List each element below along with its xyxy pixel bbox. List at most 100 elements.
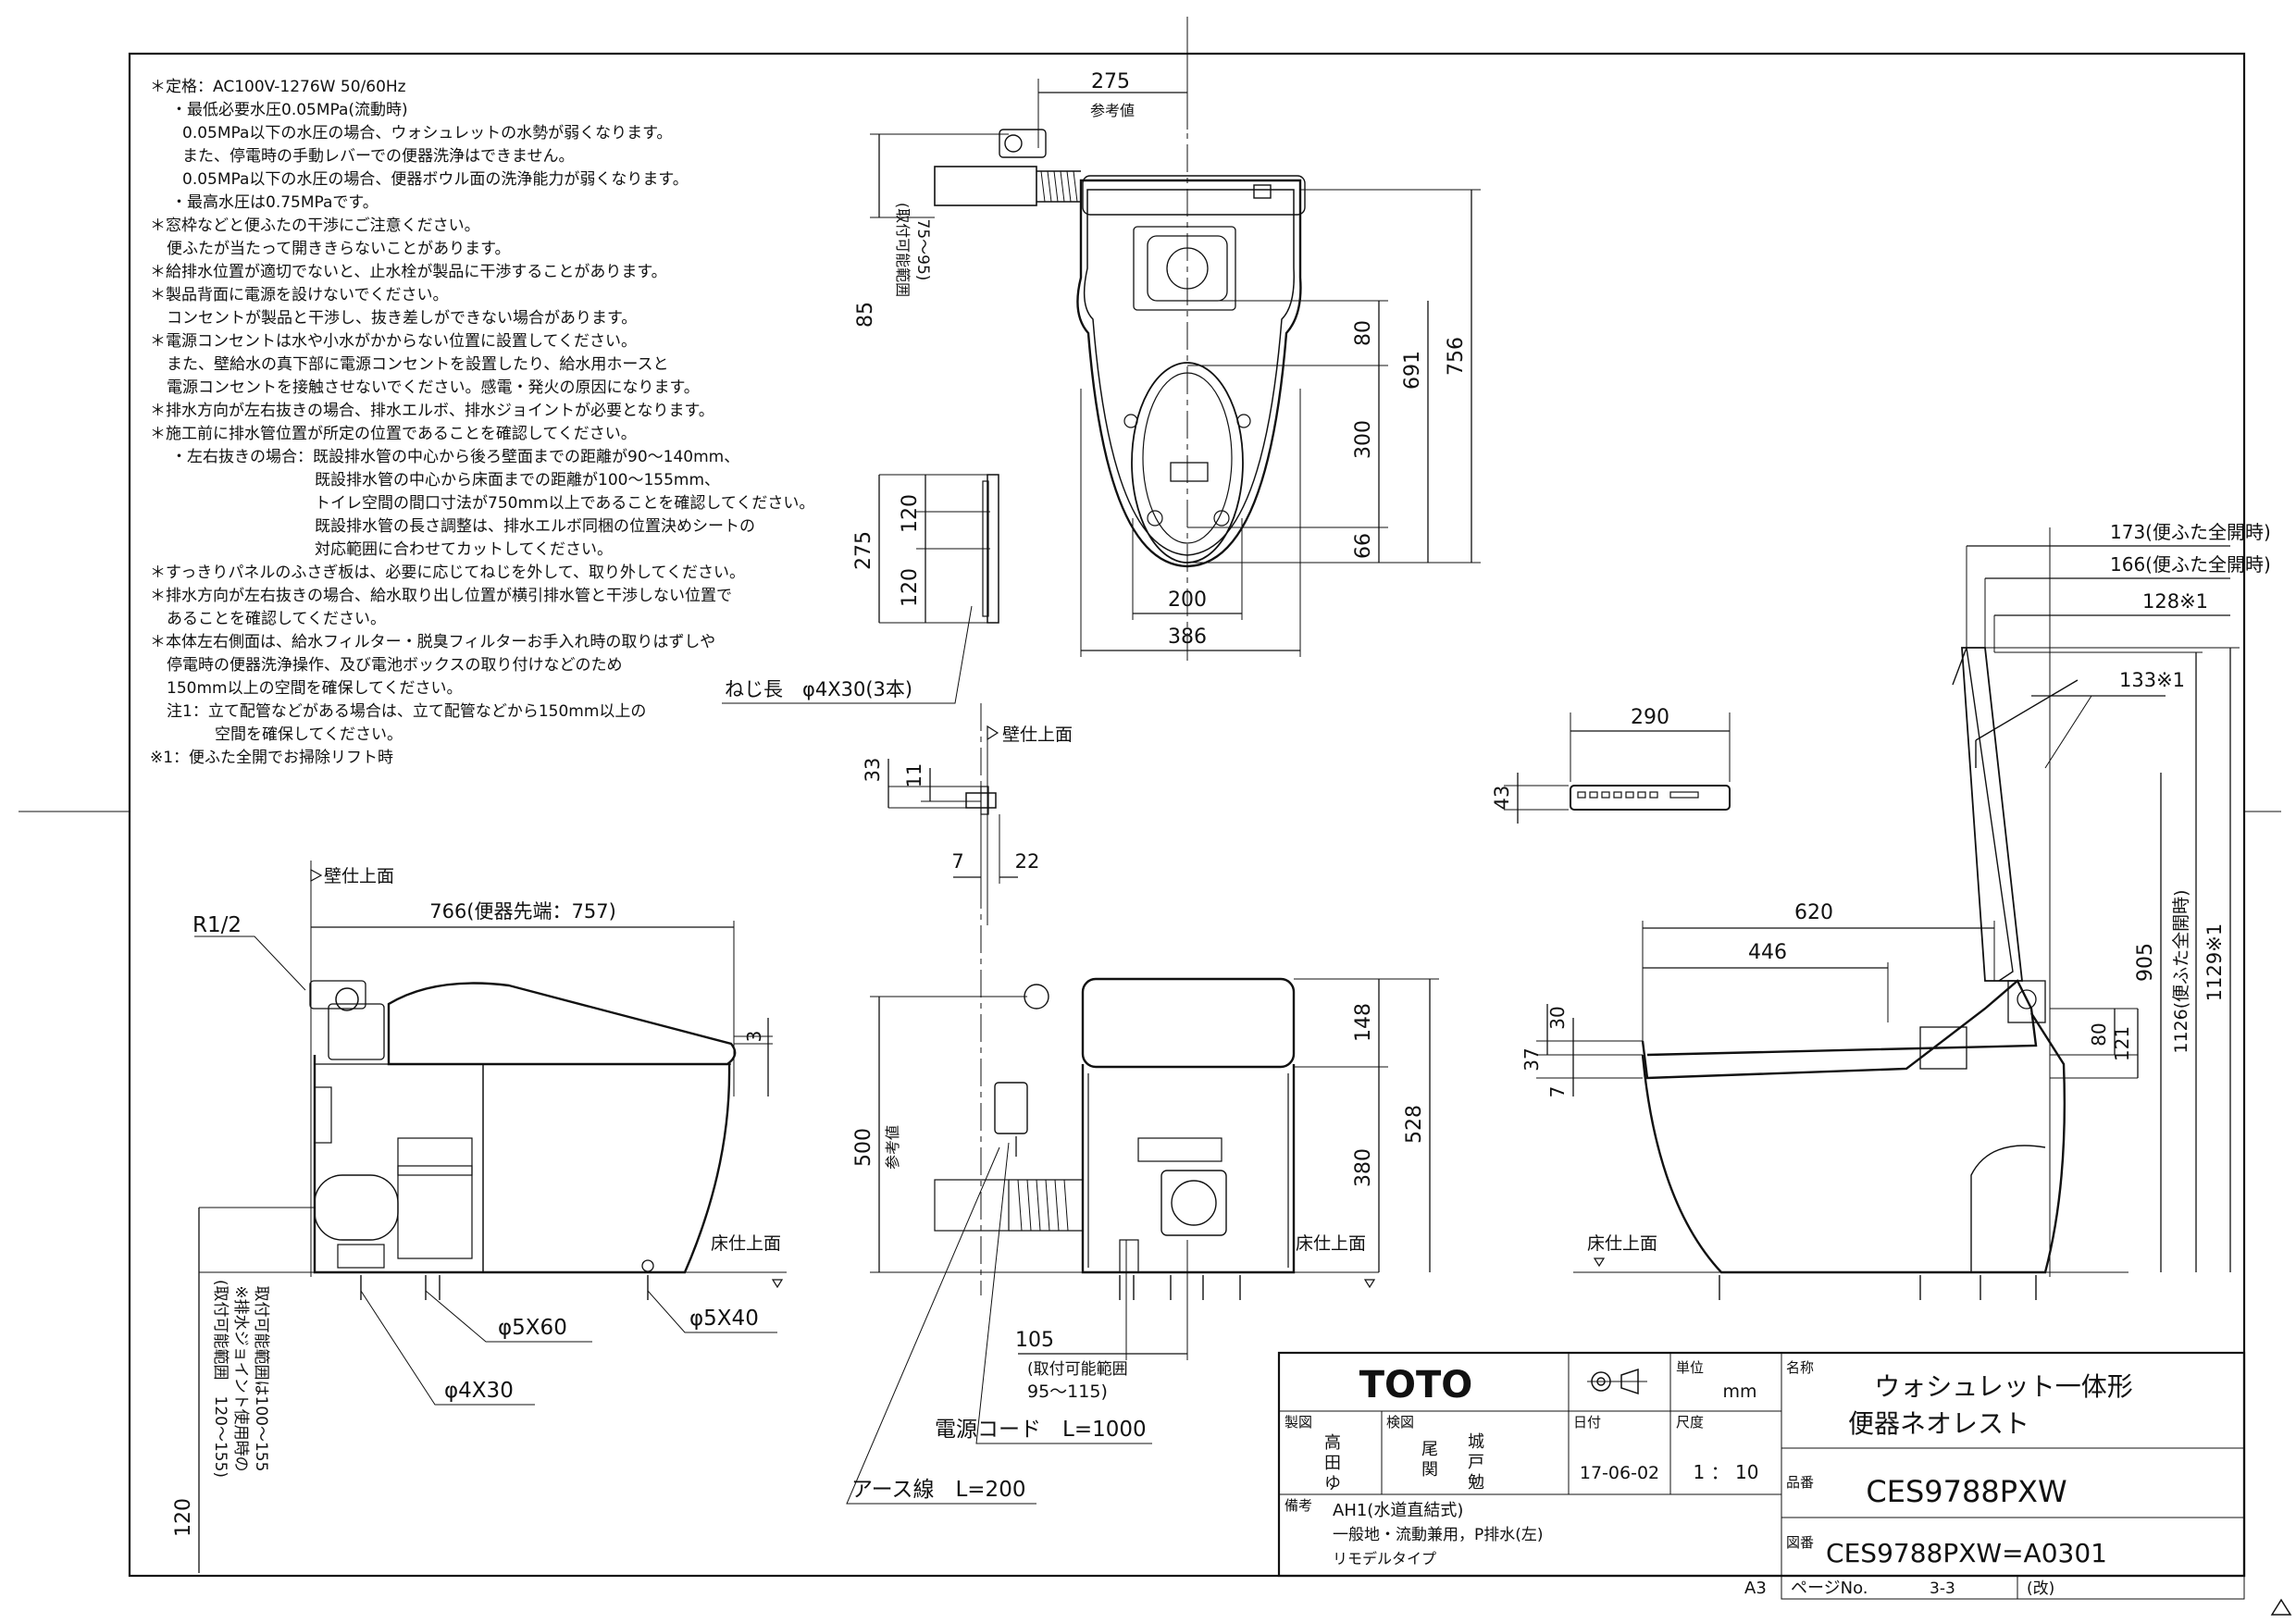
dim-446: 446	[1748, 941, 1787, 964]
remote-view: 290 43	[1491, 706, 1731, 824]
note-line: 空間を確保してください。	[215, 725, 403, 744]
dim-300: 300	[1352, 420, 1375, 459]
page-value: 3-3	[1930, 1580, 1955, 1598]
note-line: 対応範囲に合わせてカットしてください。	[315, 540, 613, 559]
right-view: 床仕上面 173(便ふた全開時) 166(便ふた全開時) 128※1 133※1…	[1520, 521, 2271, 1300]
dim-37: 37	[1520, 1047, 1543, 1071]
toto-logo: TOTO	[1359, 1364, 1473, 1406]
date-value: 17-06-02	[1580, 1463, 1659, 1483]
checked-label: 検図	[1386, 1414, 1414, 1431]
mount-range-label: (取付可能範囲	[894, 203, 912, 297]
product-name-line1: ウォシュレット一体形	[1874, 1371, 2132, 1402]
r-label: R1/2	[192, 913, 242, 937]
remarks-2: 一般地・流動兼用，P排水(左)	[1333, 1526, 1544, 1544]
dim-80-right: 80	[2088, 1022, 2110, 1046]
drawn-label: 製図	[1285, 1414, 1312, 1431]
remarks-1: AH1(水道直結式)	[1333, 1501, 1463, 1520]
notes-block: ＊定格：AC100V-1276W 50/60Hz ・最低必要水圧0.05MPa(…	[150, 78, 814, 767]
checked-by: 関	[1421, 1460, 1438, 1480]
dim-1126: 1126(便ふた全開時)	[2171, 889, 2191, 1053]
note-line: ＊給排水位置が適切でないと、止水栓が製品に干渉することがあります。	[150, 263, 667, 281]
dim-30: 30	[1546, 1006, 1569, 1029]
note-line: トイレ空間の間口寸法が750mm以上であることを確認してください。	[315, 494, 814, 513]
floor-finish-label-right: 床仕上面	[1587, 1233, 1657, 1254]
floor-finish-label-front: 床仕上面	[1296, 1233, 1366, 1254]
product-name-line2: 便器ネオレスト	[1848, 1408, 2029, 1439]
range-text-1: (取付可能範囲 120～155)	[211, 1280, 230, 1478]
note-line: ＊すっきりパネルのふさぎ板は、必要に応じてねじを外して、取り外してください。	[150, 564, 745, 582]
mount-range-value: 75～95)	[913, 219, 932, 281]
dim-85: 85	[854, 302, 877, 328]
scale-label: 尺度	[1676, 1414, 1704, 1431]
note-line: 便ふたが当たって開ききらないことがあります。	[167, 240, 510, 258]
dim-3: 3	[743, 1031, 765, 1043]
note-line: 既設排水管の中心から床面までの距離が100～155mm、	[315, 471, 720, 489]
dim-756: 756	[1445, 337, 1468, 376]
screw-5x40: φ5X40	[689, 1307, 759, 1331]
title-block: TOTO 単位 mm 名称 ウォシュレット一体形 便器ネオレスト 製図 高 田 …	[1277, 1351, 2246, 1600]
dim-275-bracket: 275	[852, 531, 875, 570]
drawing-no-value: CES9788PXW=A0301	[1826, 1538, 2107, 1568]
projection-symbol-icon	[1587, 1368, 1647, 1395]
dim-43: 43	[1491, 786, 1513, 811]
dim-766: 766(便器先端：757)	[429, 900, 616, 923]
note-line: ＊施工前に排水管位置が所定の位置であることを確認してください。	[150, 425, 637, 443]
range-text-2: ※排水ジョイント使用時の	[231, 1285, 251, 1471]
note-line: あることを確認してください。	[167, 610, 386, 628]
note-line: 停電時の便器洗浄操作、及び電池ボックスの取り付けなどのため	[167, 656, 623, 675]
note-line: ・左右抜きの場合：既設排水管の中心から後ろ壁面までの距離が90～140mm、	[171, 448, 739, 466]
drawing-no-label: 図番	[1786, 1534, 1814, 1551]
dim-290: 290	[1631, 706, 1669, 729]
left-view: 壁仕上面 766(便器先端：757) R1/2 床仕上面 3	[172, 861, 787, 1573]
ref-value-label: 参考値	[1090, 102, 1135, 119]
dim-120-left: 120	[172, 1498, 195, 1537]
dim-691: 691	[1401, 351, 1424, 390]
dim-66: 66	[1352, 533, 1375, 559]
top-view: 275 参考値 85 (取付可能範囲 75～95)	[854, 56, 1481, 666]
page-label: ページNo.	[1791, 1579, 1868, 1598]
dim-905: 905	[2134, 943, 2157, 982]
part-no-value: CES9788PXW	[1866, 1474, 2066, 1509]
dim-11: 11	[903, 763, 925, 788]
drawn-by: 田	[1324, 1454, 1341, 1473]
registration-marks	[19, 17, 2292, 1616]
dim-166: 166(便ふた全開時)	[2110, 553, 2271, 576]
note-line: ※1：便ふた全開でお掃除リフト時	[150, 749, 393, 767]
earth-wire-label: アース線 L=200	[851, 1478, 1025, 1502]
drawn-by: ゆ	[1324, 1474, 1341, 1493]
dim-33: 33	[862, 758, 884, 783]
note-line: ＊本体左右側面は、給水フィルター・脱臭フィルターお手入れ時の取りはずしや	[150, 633, 715, 651]
drawn-by: 高	[1324, 1433, 1341, 1453]
dim-620: 620	[1794, 901, 1833, 924]
note-line: コンセントが製品と干渉し、抜き差しができない場合があります。	[167, 309, 637, 328]
note-line: 0.05MPa以下の水圧の場合、便器ボウル面の洗浄能力が弱くなります。	[182, 170, 689, 189]
front-range-1: (取付可能範囲	[1027, 1360, 1128, 1379]
range-text-3: 取付可能範囲は100～155	[252, 1286, 270, 1472]
part-no-label: 品番	[1786, 1474, 1814, 1491]
date-label: 日付	[1573, 1414, 1601, 1431]
dim-80-top: 80	[1352, 320, 1375, 346]
dim-7-right: 7	[1546, 1086, 1569, 1098]
note-line: 電源コンセントを接触させないでください。感電・発火の原因になります。	[167, 378, 700, 397]
dim-7-bracket: 7	[951, 850, 963, 873]
revision-label: (改)	[2027, 1580, 2054, 1598]
ref-value-front: 参考値	[884, 1125, 901, 1170]
name-label: 名称	[1786, 1359, 1814, 1376]
dim-120-a: 120	[899, 494, 922, 533]
dim-200: 200	[1168, 588, 1207, 612]
note-line: ＊製品背面に電源を設けないでください。	[150, 286, 449, 304]
note-line: ＊排水方向が左右抜きの場合、排水エルボ、排水ジョイントが必要となります。	[150, 402, 714, 420]
checked-by: 城	[1468, 1432, 1484, 1452]
dim-148: 148	[1352, 1003, 1375, 1042]
bracket-view: 275 120 120 ねじ長 φ4X30(3本) 壁仕上面 33 11 7 2…	[722, 474, 1073, 925]
note-line: 注1：立て配管などがある場合は、立て配管などから150mm以上の	[167, 702, 646, 721]
note-line: 150mm以上の空間を確保してください。	[167, 679, 463, 698]
remote-control	[1570, 785, 1731, 811]
sheet-frame	[128, 52, 2246, 1578]
paper-size: A3	[1744, 1579, 1767, 1598]
dim-500: 500	[852, 1128, 875, 1167]
note-line: ＊排水方向が左右抜きの場合、給水取り出し位置が横引排水管と干渉しない位置で	[150, 587, 732, 605]
floor-finish-label-left: 床仕上面	[711, 1233, 781, 1254]
note-line: ・最高水圧は0.75MPaです。	[171, 193, 379, 212]
